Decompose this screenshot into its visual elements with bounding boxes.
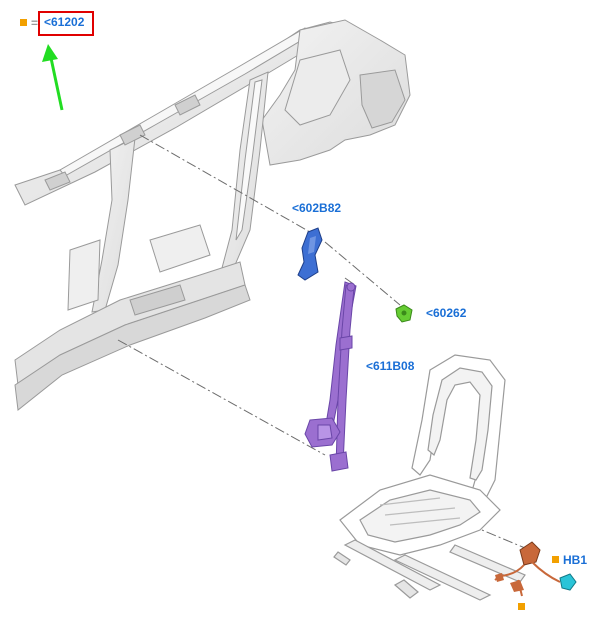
callout-60262[interactable]: <60262 (426, 306, 467, 320)
green-pointer-arrow-icon (42, 44, 64, 111)
connector-hb1[interactable] (559, 573, 577, 591)
selected-callout-box (38, 11, 94, 36)
callout-61202[interactable]: <61202 (44, 15, 85, 29)
callout-602B82[interactable]: <602B82 (292, 201, 342, 215)
seatbelt-part[interactable] (304, 281, 357, 472)
seat-frame (333, 354, 526, 601)
clip-part[interactable] (395, 304, 413, 323)
bracket-part[interactable] (297, 227, 323, 281)
seat-harness-part[interactable] (494, 541, 561, 597)
orange-square-marker-icon (518, 603, 525, 610)
marker-prefix: = (31, 16, 39, 30)
orange-square-marker-icon (20, 19, 27, 26)
callout-611B08[interactable]: <611B08 (366, 359, 415, 373)
orange-square-marker-icon (552, 556, 559, 563)
vehicle-body-side (14, 19, 411, 411)
callout-HB1[interactable]: HB1 (563, 553, 588, 567)
